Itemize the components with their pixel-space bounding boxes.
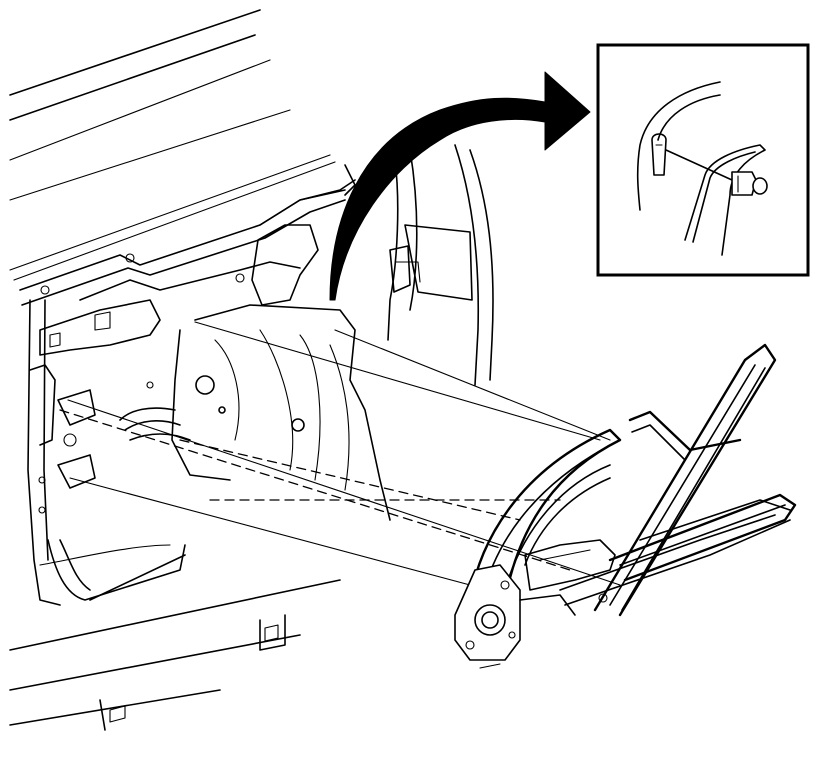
door-inner-panel bbox=[9, 9, 494, 731]
detail-inset bbox=[596, 43, 810, 277]
curved-arrow-icon bbox=[329, 71, 591, 301]
alignment-lines bbox=[59, 321, 621, 586]
window-regulator bbox=[454, 343, 797, 669]
